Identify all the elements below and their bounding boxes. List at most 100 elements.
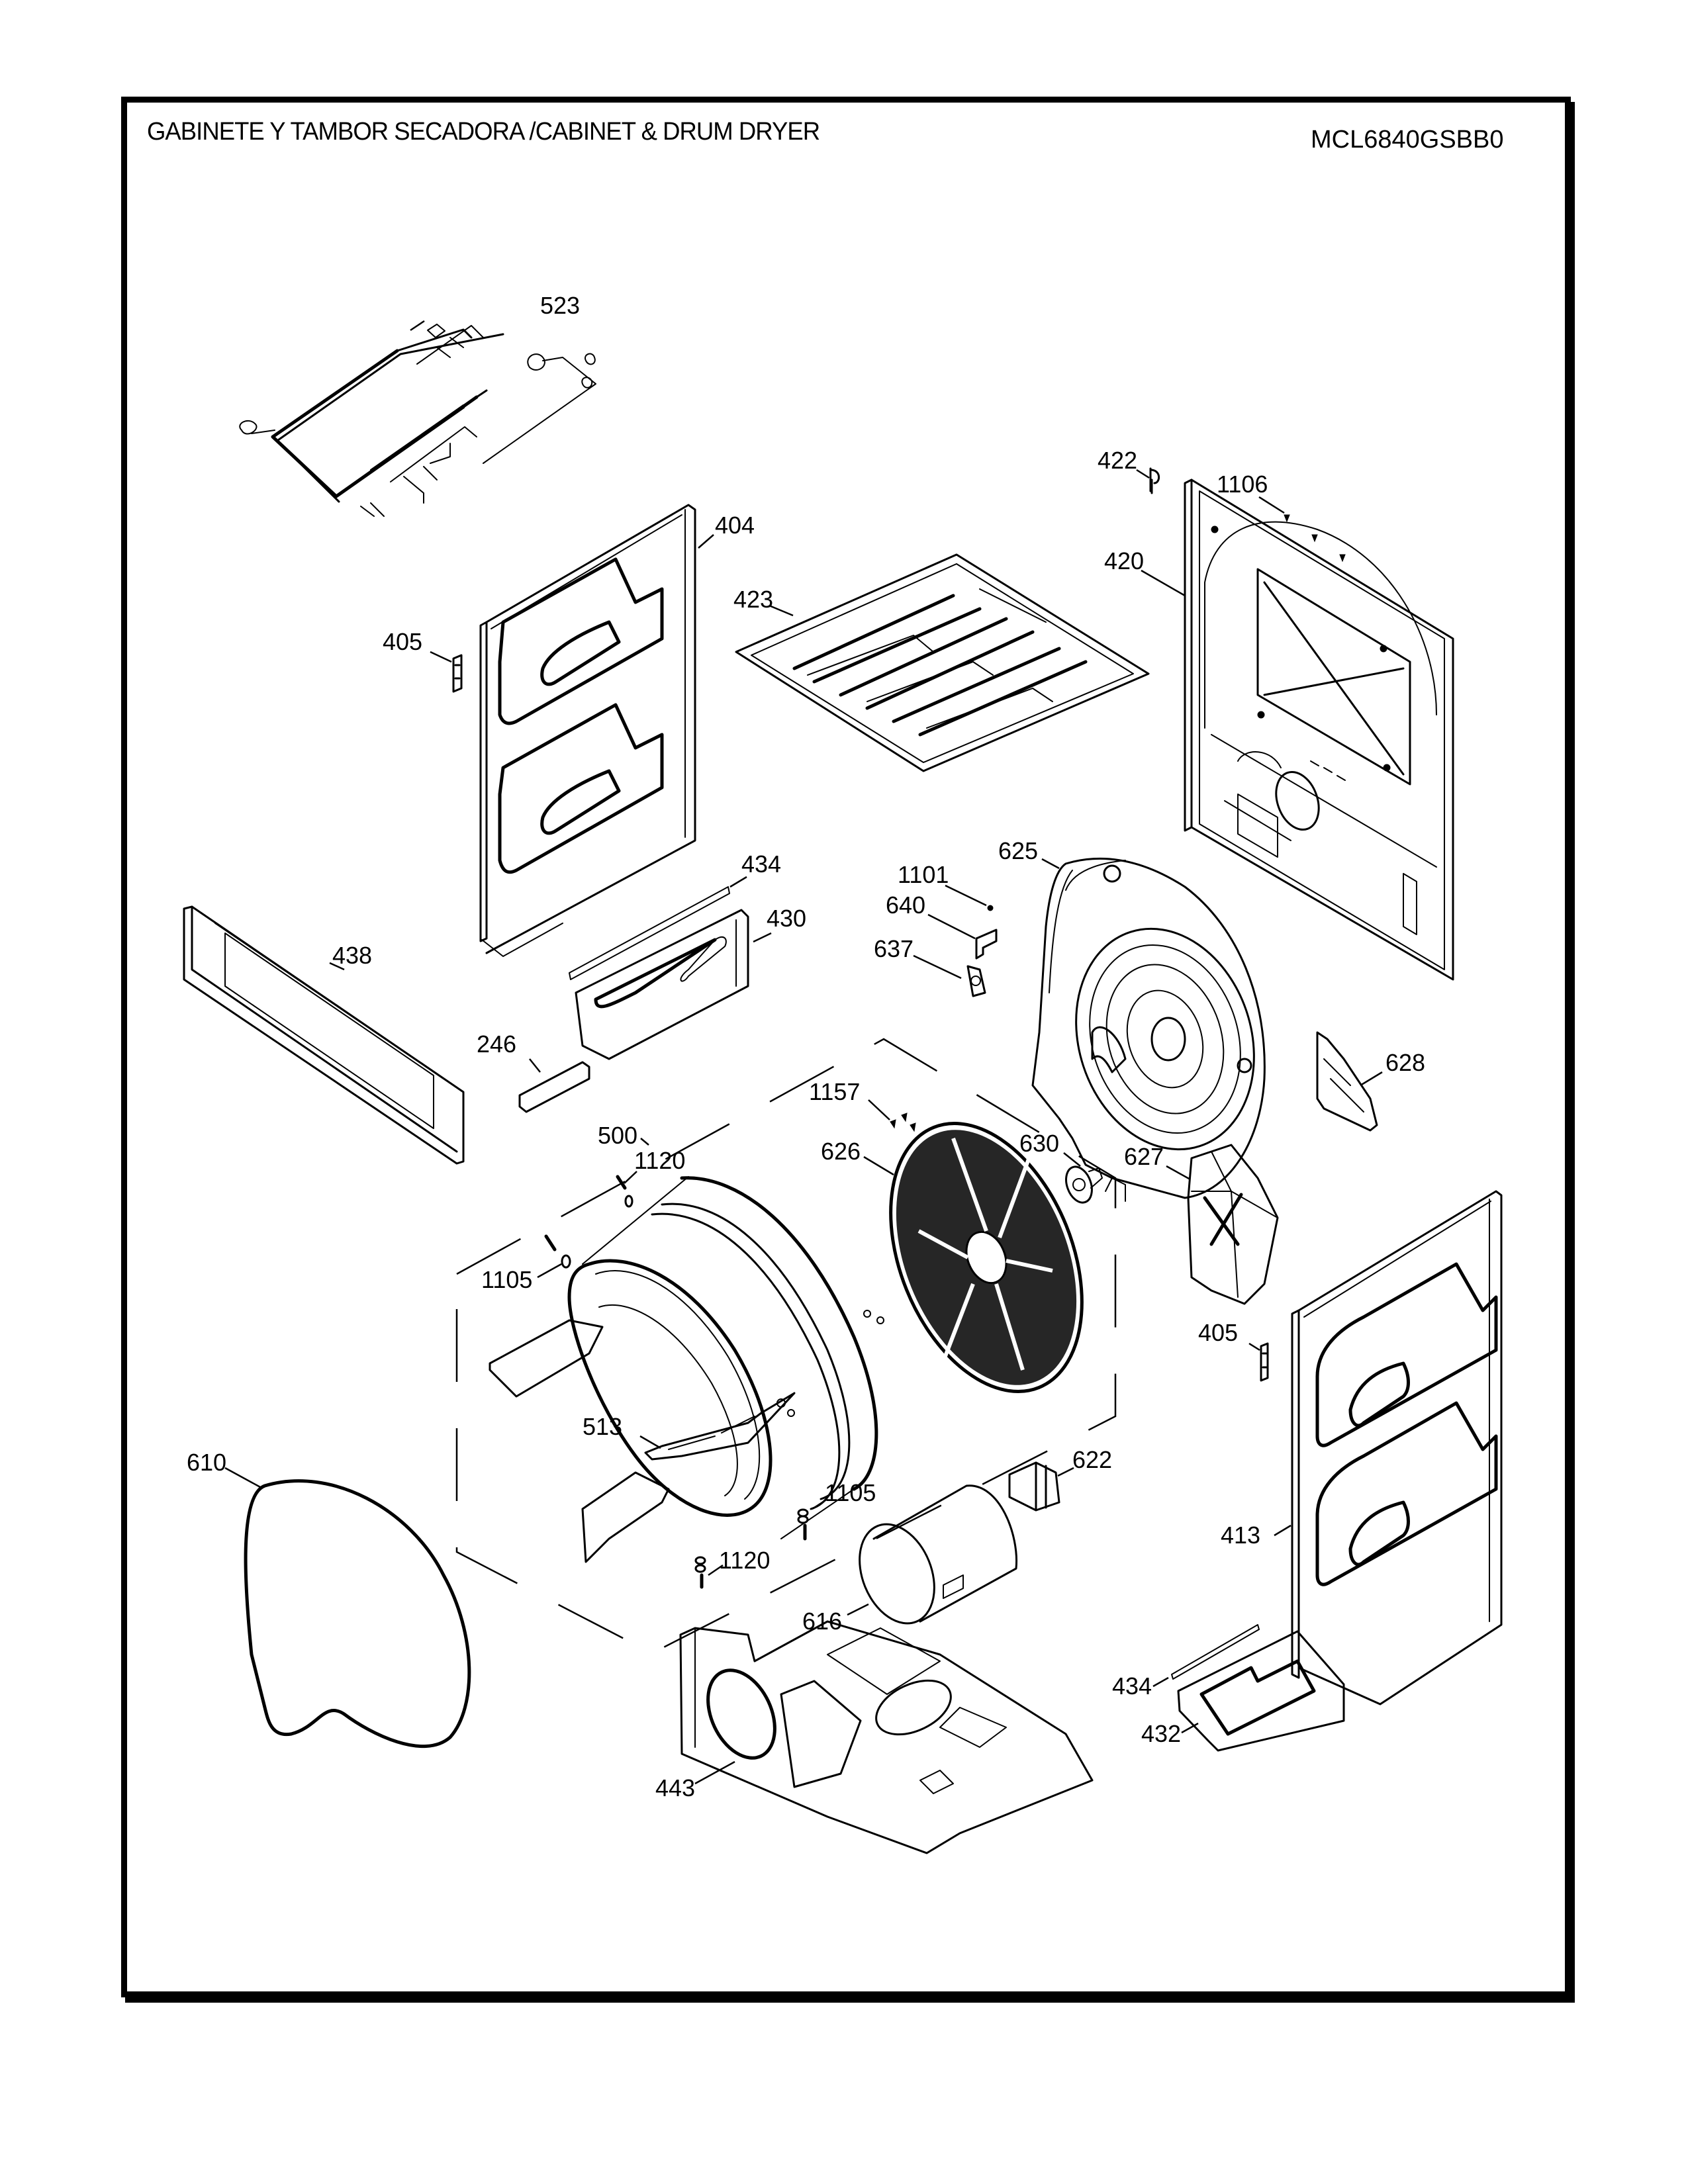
leader-640	[927, 913, 976, 940]
part-630-bearing[interactable]	[1062, 1152, 1103, 1206]
leader-404	[698, 534, 714, 549]
callout-1106[interactable]: 1106	[1217, 471, 1268, 498]
callout-420[interactable]: 420	[1104, 547, 1144, 574]
callout-637[interactable]: 637	[874, 935, 914, 962]
leader-1105b	[812, 1498, 828, 1510]
leader-246	[529, 1058, 541, 1073]
callout-616[interactable]: 616	[802, 1608, 842, 1635]
part-627-duct[interactable]	[1166, 1144, 1279, 1305]
leader-423	[769, 604, 794, 617]
leader-616	[847, 1603, 869, 1616]
part-513-baffle[interactable]	[639, 1392, 796, 1461]
callout-622[interactable]: 622	[1072, 1446, 1112, 1473]
callout-513[interactable]: 513	[583, 1413, 622, 1440]
callout-640[interactable]: 640	[886, 891, 925, 919]
part-405-bracket-right[interactable]	[1248, 1342, 1269, 1382]
leader-523	[410, 320, 425, 332]
part-423-top-panel[interactable]	[735, 553, 1150, 772]
callout-405b[interactable]: 405	[1198, 1319, 1238, 1346]
callout-1120b[interactable]: 1120	[719, 1547, 770, 1574]
part-625-rear-bulkhead[interactable]	[1031, 857, 1282, 1202]
leader-413	[1274, 1524, 1291, 1537]
part-420-rear-panel[interactable]	[1141, 478, 1454, 981]
model-number: MCL6840GSBB0	[1311, 126, 1504, 154]
callout-434b[interactable]: 434	[1112, 1672, 1152, 1700]
page-frame	[121, 97, 1571, 1997]
callout-1120a[interactable]: 1120	[634, 1147, 685, 1174]
callout-630[interactable]: 630	[1019, 1130, 1059, 1157]
part-1105-washer-lower[interactable]	[797, 1498, 828, 1541]
part-622-thermostat[interactable]	[1008, 1461, 1074, 1512]
leader-1106	[1258, 496, 1285, 514]
leader-1120b	[708, 1564, 724, 1576]
leader-625	[1041, 858, 1060, 870]
part-434-strip-lower[interactable]	[1152, 1624, 1260, 1688]
callout-610[interactable]: 610	[187, 1449, 226, 1476]
leader-610	[224, 1467, 262, 1489]
part-434-strip-upper[interactable]	[569, 876, 747, 980]
leader-422	[1136, 469, 1150, 479]
callout-423[interactable]: 423	[733, 586, 773, 613]
callout-500[interactable]: 500	[598, 1122, 637, 1149]
leader-500	[640, 1138, 649, 1146]
part-422-clip[interactable]	[1136, 467, 1160, 494]
part-413-right-side-panel[interactable]	[1274, 1190, 1503, 1706]
part-1120-screw-upper[interactable]	[616, 1171, 637, 1208]
leader-622	[1057, 1467, 1074, 1477]
part-500-drum-assembly-boundary	[455, 1038, 1117, 1655]
drum-body[interactable]	[489, 1176, 884, 1563]
leader-1101	[945, 884, 987, 907]
part-1157-screws[interactable]	[868, 1099, 916, 1132]
part-523-wire-harness[interactable]	[239, 320, 596, 517]
leader-430	[753, 932, 772, 943]
callout-430[interactable]: 430	[767, 905, 806, 932]
part-628-bracket[interactable]	[1316, 1031, 1383, 1132]
callout-626[interactable]: 626	[821, 1138, 861, 1165]
part-1120-screw-lower[interactable]	[694, 1556, 724, 1589]
leader-637	[913, 954, 962, 979]
part-1101-screw[interactable]	[945, 884, 994, 911]
callout-404[interactable]: 404	[715, 512, 755, 539]
part-405-bracket-left[interactable]	[430, 651, 463, 693]
part-404-left-side-panel[interactable]	[479, 504, 714, 957]
leader-420	[1141, 569, 1186, 597]
part-246-bracket[interactable]	[518, 1058, 590, 1113]
leader-626	[863, 1156, 894, 1176]
leader-628	[1360, 1071, 1383, 1087]
part-637-switch[interactable]	[913, 954, 986, 997]
part-1106-screws[interactable]	[1258, 496, 1346, 563]
callout-246[interactable]: 246	[477, 1030, 516, 1058]
leader-1120a	[624, 1171, 637, 1184]
leader-434a	[729, 876, 747, 888]
callout-628[interactable]: 628	[1385, 1049, 1425, 1076]
callout-625[interactable]: 625	[998, 837, 1038, 864]
part-616-heater-housing[interactable]	[846, 1484, 1018, 1635]
part-640-bracket[interactable]	[927, 913, 998, 960]
callout-443[interactable]: 443	[655, 1774, 695, 1801]
leader-438	[329, 962, 345, 971]
leader-513	[639, 1435, 661, 1449]
callout-1105a[interactable]: 1105	[481, 1266, 532, 1293]
diagram-title: GABINETE Y TAMBOR SECADORA /CABINET & DR…	[147, 118, 820, 146]
callout-432[interactable]: 432	[1141, 1720, 1181, 1747]
callout-1105b[interactable]: 1105	[825, 1479, 876, 1506]
part-1105-washer-upper[interactable]	[537, 1234, 571, 1279]
callout-1157[interactable]: 1157	[809, 1078, 860, 1105]
callout-405a[interactable]: 405	[383, 628, 422, 655]
part-430-left-lower-bracket[interactable]	[575, 909, 772, 1060]
part-610-belt[interactable]	[224, 1467, 471, 1749]
part-626-drum-back-mesh[interactable]	[854, 1095, 1119, 1420]
callout-422[interactable]: 422	[1098, 447, 1137, 474]
callout-1101[interactable]: 1101	[898, 861, 949, 888]
leader-432	[1181, 1722, 1199, 1734]
part-432-right-lower-bracket[interactable]	[1177, 1630, 1345, 1752]
part-438-front-panel-frame[interactable]	[183, 905, 465, 1165]
leader-627	[1166, 1165, 1191, 1181]
callout-434a[interactable]: 434	[741, 850, 781, 878]
callout-627[interactable]: 627	[1124, 1143, 1164, 1170]
part-443-base[interactable]	[679, 1620, 1094, 1854]
callout-523[interactable]: 523	[540, 292, 580, 319]
callout-438[interactable]: 438	[332, 942, 372, 969]
callout-413[interactable]: 413	[1221, 1522, 1260, 1549]
